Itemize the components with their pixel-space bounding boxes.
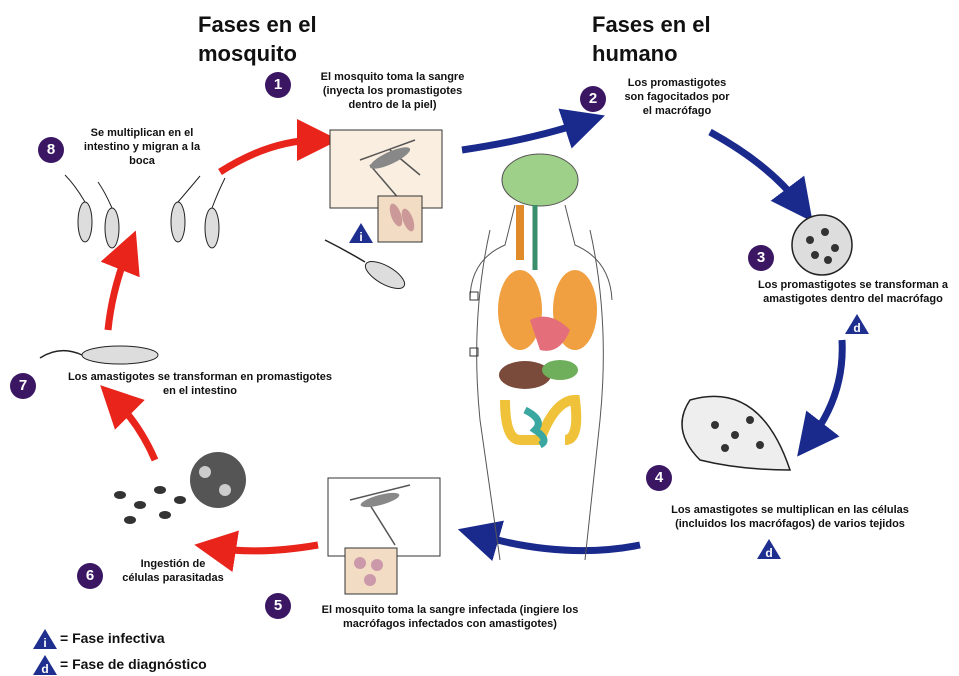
- svg-text:d: d: [765, 546, 772, 560]
- step-5-text: El mosquito toma la sangre infectada (in…: [300, 603, 600, 631]
- step-number-5: 5: [265, 593, 291, 619]
- step-3-text: Los promastigotes se transforman a amast…: [748, 278, 958, 306]
- human-body-drawing: [470, 154, 612, 560]
- human-title-line-2: humano: [592, 39, 711, 68]
- diagnostic-stage-marker-3: d: [844, 313, 870, 335]
- arrow-4-to-5: [478, 535, 640, 551]
- step-number-7: 7: [10, 373, 36, 399]
- legend-diagnostic-text: Fase de diagnóstico: [72, 656, 207, 672]
- promastigote-step7-drawing: [40, 346, 158, 364]
- step-4-text: Los amastigotes se multiplican en las cé…: [650, 503, 930, 531]
- step-6-line-1: Ingestión de: [108, 557, 238, 571]
- mosquito-phases-title: Fases en el mosquito: [198, 10, 317, 68]
- step-6-line-2: células parasitadas: [108, 571, 238, 585]
- step-1-line-3: dentro de la piel): [300, 98, 485, 112]
- svg-text:d: d: [853, 321, 860, 335]
- promastigotes-step8-drawing: [65, 175, 225, 248]
- arrow-1-to-2: [462, 122, 585, 150]
- step-1-line-1: El mosquito toma la sangre: [300, 70, 485, 84]
- step-8-line-2: intestino y migran a la: [72, 140, 212, 154]
- arrow-8-to-1: [220, 140, 318, 172]
- step-1-text: El mosquito toma la sangre (inyecta los …: [300, 70, 485, 112]
- step-2-line-1: Los promastigotes: [612, 76, 742, 90]
- legend-infective-equals: =: [60, 630, 68, 646]
- step-5-line-1: El mosquito toma la sangre infectada (in…: [300, 603, 600, 617]
- step-2-line-2: son fagocitados por: [612, 90, 742, 104]
- step-5-line-2: macrófagos infectados con amastigotes): [300, 617, 600, 631]
- mosquito-bite-panel: [330, 130, 442, 242]
- parasitized-cells-drawing: [114, 452, 246, 524]
- human-phases-title: Fases en el humano: [592, 10, 711, 68]
- svg-text:i: i: [359, 230, 362, 244]
- arrow-6-to-7: [115, 400, 155, 460]
- legend-diagnostic-equals: =: [60, 656, 68, 672]
- svg-text:d: d: [41, 662, 48, 676]
- step-2-line-3: el macrófago: [612, 104, 742, 118]
- step-number-2: 2: [580, 86, 606, 112]
- legend-infective-marker: i: [32, 628, 58, 650]
- step-8-line-1: Se multiplican en el: [72, 126, 212, 140]
- step-4-line-2: (incluidos los macrófagos) de varios tej…: [650, 517, 930, 531]
- step-1-line-2: (inyecta los promastigotes: [300, 84, 485, 98]
- step-3-line-2: amastigotes dentro del macrófago: [748, 292, 958, 306]
- macrophage-drawing: [792, 215, 852, 275]
- step-2-text: Los promastigotes son fagocitados por el…: [612, 76, 742, 118]
- step-number-3: 3: [748, 245, 774, 271]
- diagnostic-stage-marker-4: d: [756, 538, 782, 560]
- promastigote-drawing: [325, 240, 409, 294]
- step-3-line-1: Los promastigotes se transforman a: [748, 278, 958, 292]
- step-4-line-1: Los amastigotes se multiplican en las cé…: [650, 503, 930, 517]
- step-7-line-1: Los amastigotes se transforman en promas…: [45, 370, 355, 384]
- infective-stage-marker: i: [348, 222, 374, 244]
- infected-tissue-drawing: [682, 396, 790, 470]
- mosquito-title-line-1: Fases en el: [198, 10, 317, 39]
- legend-diagnostic-marker: d: [32, 654, 58, 676]
- step-8-line-3: boca: [72, 154, 212, 168]
- step-7-line-2: en el intestino: [45, 384, 355, 398]
- mosquito-feeding-panel: [328, 478, 440, 594]
- step-number-1: 1: [265, 72, 291, 98]
- step-8-text: Se multiplican en el intestino y migran …: [72, 126, 212, 168]
- arrow-2-to-3: [710, 132, 800, 205]
- svg-text:i: i: [43, 636, 46, 650]
- step-number-6: 6: [77, 563, 103, 589]
- legend-infective-label: = Fase infectiva: [60, 630, 165, 646]
- step-6-text: Ingestión de células parasitadas: [108, 557, 238, 585]
- legend-diagnostic-label: = Fase de diagnóstico: [60, 656, 207, 672]
- arrow-5-to-6: [215, 545, 318, 551]
- arrow-3-to-4: [810, 340, 842, 440]
- step-number-8: 8: [38, 137, 64, 163]
- legend-infective-text: Fase infectiva: [72, 630, 165, 646]
- arrow-7-to-8: [108, 250, 128, 330]
- step-7-text: Los amastigotes se transforman en promas…: [45, 370, 355, 398]
- step-number-4: 4: [646, 465, 672, 491]
- mosquito-title-line-2: mosquito: [198, 39, 317, 68]
- human-title-line-1: Fases en el: [592, 10, 711, 39]
